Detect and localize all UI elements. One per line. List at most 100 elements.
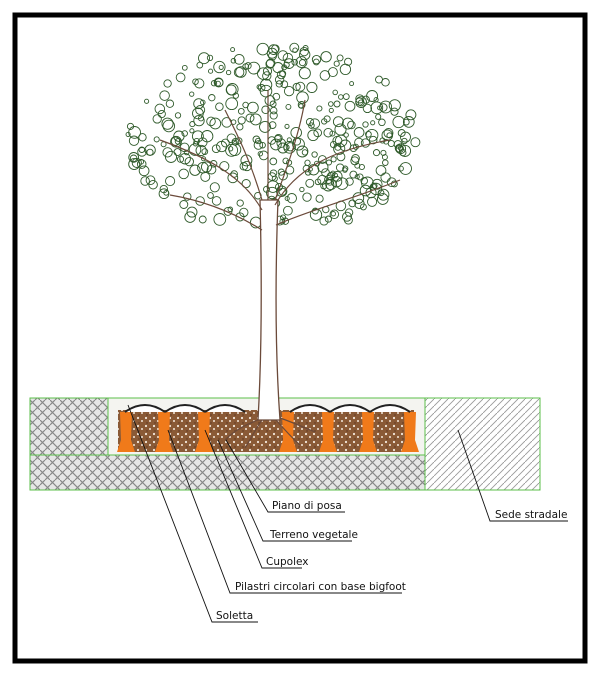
leaf-cluster — [305, 178, 315, 188]
leaf-cluster — [299, 186, 305, 193]
leaf-cluster — [189, 164, 201, 176]
leaf-cluster — [330, 156, 337, 163]
leaf-cluster — [358, 163, 365, 171]
leaf-cluster — [281, 217, 290, 225]
leaf-cluster — [218, 64, 224, 70]
cupolex-dome — [289, 404, 331, 413]
tree-illustration — [125, 42, 421, 449]
leaf-cluster — [215, 102, 224, 111]
leaf-cluster — [302, 45, 309, 51]
leaf-cluster — [138, 165, 150, 177]
leaf-cluster — [213, 60, 226, 74]
leaf-cluster — [338, 94, 344, 100]
leaf-cluster — [339, 63, 352, 76]
leaf-cluster — [274, 75, 285, 85]
leaf-cluster — [381, 78, 390, 87]
label-pilastri: Pilastri circolari con base bigfoot — [235, 581, 406, 593]
leaf-cluster — [343, 132, 349, 138]
leaf-cluster — [329, 209, 340, 220]
leaf-cluster — [405, 109, 417, 121]
leaf-cluster — [298, 59, 307, 67]
leaf-cluster — [295, 56, 308, 69]
leaf-cluster — [245, 113, 255, 123]
leaf-cluster — [226, 133, 237, 144]
leaf-cluster — [189, 128, 195, 134]
leaf-cluster — [268, 44, 279, 55]
leaf-cluster — [269, 106, 278, 115]
leaf-cluster — [221, 138, 230, 148]
leaf-cluster — [162, 147, 173, 158]
leaf-cluster — [350, 156, 360, 166]
leaf-cluster — [233, 66, 245, 78]
leaf-cluster — [161, 117, 174, 130]
leaf-cluster — [379, 103, 388, 112]
leaf-cluster — [388, 99, 401, 112]
tree-canopy — [125, 42, 421, 229]
leaf-cluster — [268, 121, 277, 129]
leaf-cluster — [230, 47, 236, 53]
leaf-cluster — [324, 215, 332, 223]
leaf-cluster — [359, 203, 367, 211]
leaf-cluster — [380, 172, 391, 183]
leaf-cluster — [241, 179, 251, 189]
leaf-cluster — [237, 116, 246, 125]
leaf-cluster — [325, 178, 337, 191]
leaf-cluster — [137, 147, 147, 157]
leaf-cluster — [265, 58, 276, 68]
leaf-cluster — [159, 90, 170, 101]
leaf-cluster — [313, 128, 323, 138]
leaf-cluster — [211, 196, 222, 206]
leaf-cluster — [126, 122, 135, 130]
leaf-cluster — [158, 188, 170, 200]
leaf-cluster — [378, 118, 386, 127]
cupolex-dome — [124, 404, 166, 413]
leaf-cluster — [314, 178, 322, 186]
leaf-cluster — [334, 134, 348, 148]
leaf-cluster — [367, 196, 378, 207]
soletta-slab — [29, 454, 441, 491]
leaf-cluster — [193, 137, 200, 145]
leaf-cluster — [198, 52, 210, 65]
leaf-cluster — [197, 115, 205, 122]
drawing-frame — [12, 12, 588, 664]
cupolex-dome — [329, 404, 371, 413]
leaf-cluster — [284, 123, 290, 129]
leaf-cluster — [186, 206, 198, 218]
leaf-cluster — [361, 176, 374, 190]
leaf-cluster — [192, 107, 204, 120]
leaf-cluster — [296, 91, 309, 104]
leaf-cluster — [206, 116, 216, 127]
leaf-cluster — [376, 193, 389, 205]
leaf-cluster — [201, 156, 207, 162]
leaf-cluster — [381, 154, 388, 161]
leaf-cluster — [225, 97, 239, 111]
leaf-cluster — [138, 146, 146, 153]
leaf-cluster — [336, 54, 344, 62]
label-sede-stradale: Sede stradale — [495, 509, 567, 521]
leaf-cluster — [283, 140, 296, 154]
leaf-cluster — [277, 142, 289, 154]
leaf-cluster — [235, 66, 247, 78]
leaf-cluster — [277, 50, 289, 61]
leaf-cluster — [282, 52, 294, 64]
leaf-cluster — [264, 95, 276, 106]
leaf-cluster — [311, 151, 318, 158]
leaf-cluster — [291, 59, 298, 66]
leaf-cluster — [285, 103, 292, 110]
leaf-cluster — [333, 100, 341, 108]
leaf-cluster — [145, 175, 156, 186]
leaf-cluster — [129, 154, 138, 163]
leaf-cluster — [154, 103, 166, 115]
leaf-cluster — [174, 112, 182, 119]
leaf-cluster — [269, 111, 278, 120]
leaf-cluster — [239, 207, 249, 218]
leaf-cluster — [323, 115, 331, 123]
leaf-cluster — [247, 101, 259, 114]
leaf-cluster — [259, 141, 266, 149]
leaf-cluster — [200, 99, 206, 106]
leaf-cluster — [144, 144, 156, 156]
leaf-cluster — [153, 136, 160, 143]
leaf-cluster — [278, 170, 288, 181]
leaf-cluster — [353, 127, 365, 138]
tree-roots — [224, 417, 316, 449]
